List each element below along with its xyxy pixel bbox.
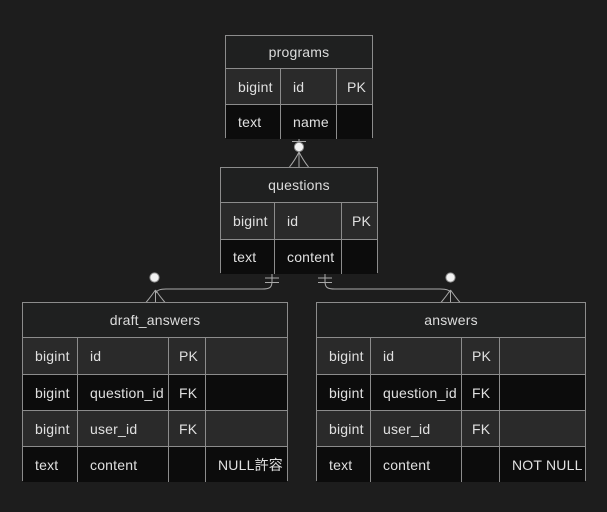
attr-comment: NULL許容	[206, 447, 287, 482]
attr-key: PK	[342, 203, 377, 239]
attr-name: id	[275, 203, 342, 239]
attr-type: bigint	[317, 338, 371, 374]
attr-type: text	[226, 105, 281, 139]
entity-draft-answers: draft_answers bigint id PK bigint questi…	[22, 302, 288, 482]
entity-title: programs	[226, 36, 372, 69]
zero-or-more-marker	[293, 141, 305, 153]
attr-key: PK	[169, 338, 206, 374]
attr-key	[462, 447, 500, 482]
attr-comment	[206, 375, 287, 410]
relationship-questions-answers	[318, 272, 461, 303]
attr-name: user_id	[78, 411, 169, 446]
attribute-row: text content	[221, 239, 377, 274]
zero-or-more-marker	[149, 272, 160, 283]
crow-foot-marker	[289, 151, 309, 168]
attr-type: bigint	[226, 69, 281, 104]
attr-comment	[500, 375, 585, 410]
attr-type: bigint	[23, 411, 78, 446]
attribute-row: bigint question_id FK	[23, 374, 287, 410]
attr-name: id	[78, 338, 169, 374]
attribute-row: bigint user_id FK	[23, 410, 287, 446]
attr-key: FK	[462, 375, 500, 410]
attr-comment	[500, 411, 585, 446]
attribute-row: text content NULL許容	[23, 446, 287, 482]
attr-key	[169, 447, 206, 482]
attr-name: content	[78, 447, 169, 482]
entity-title: questions	[221, 168, 377, 203]
entity-title: answers	[317, 303, 585, 338]
attr-comment	[206, 411, 287, 446]
zero-or-more-marker	[445, 272, 456, 283]
attribute-row: bigint id PK	[221, 203, 377, 239]
attribute-row: text name	[226, 104, 372, 139]
attribute-row: bigint id PK	[317, 338, 585, 374]
attr-type: bigint	[221, 203, 275, 239]
attr-name: content	[275, 240, 342, 274]
attr-type: bigint	[317, 375, 371, 410]
attr-comment	[206, 338, 287, 374]
attr-key: PK	[337, 69, 372, 104]
crow-foot-marker	[440, 289, 461, 303]
attribute-row: bigint user_id FK	[317, 410, 585, 446]
attr-name: name	[281, 105, 337, 139]
crow-foot-marker	[145, 289, 166, 303]
entity-programs: programs bigint id PK text name	[225, 35, 373, 139]
attr-key	[337, 105, 372, 139]
attr-type: text	[23, 447, 78, 482]
attribute-row: bigint id PK	[23, 338, 287, 374]
attr-key: PK	[462, 338, 500, 374]
entity-title: draft_answers	[23, 303, 287, 338]
attribute-row: text content NOT NULL	[317, 446, 585, 482]
relationship-questions-draft-answers	[145, 272, 279, 303]
one-marker	[318, 277, 332, 283]
entity-questions: questions bigint id PK text content	[220, 167, 378, 274]
attr-comment: NOT NULL	[500, 447, 585, 482]
attribute-row: bigint question_id FK	[317, 374, 585, 410]
attr-key: FK	[462, 411, 500, 446]
attribute-row: bigint id PK	[226, 69, 372, 104]
attr-key	[342, 240, 377, 274]
attr-name: id	[281, 69, 337, 104]
attr-name: question_id	[78, 375, 169, 410]
attr-name: question_id	[371, 375, 462, 410]
attr-type: bigint	[23, 338, 78, 374]
attr-key: FK	[169, 411, 206, 446]
relationship-programs-questions	[289, 138, 309, 168]
attr-type: text	[317, 447, 371, 482]
attr-key: FK	[169, 375, 206, 410]
attr-type: bigint	[317, 411, 371, 446]
attr-type: bigint	[23, 375, 78, 410]
attr-type: text	[221, 240, 275, 274]
entity-answers: answers bigint id PK bigint question_id …	[316, 302, 586, 482]
attr-comment	[500, 338, 585, 374]
attr-name: id	[371, 338, 462, 374]
one-marker	[265, 277, 279, 283]
edge-line	[324, 273, 451, 294]
attr-name: content	[371, 447, 462, 482]
edge-line	[155, 273, 273, 294]
attr-name: user_id	[371, 411, 462, 446]
